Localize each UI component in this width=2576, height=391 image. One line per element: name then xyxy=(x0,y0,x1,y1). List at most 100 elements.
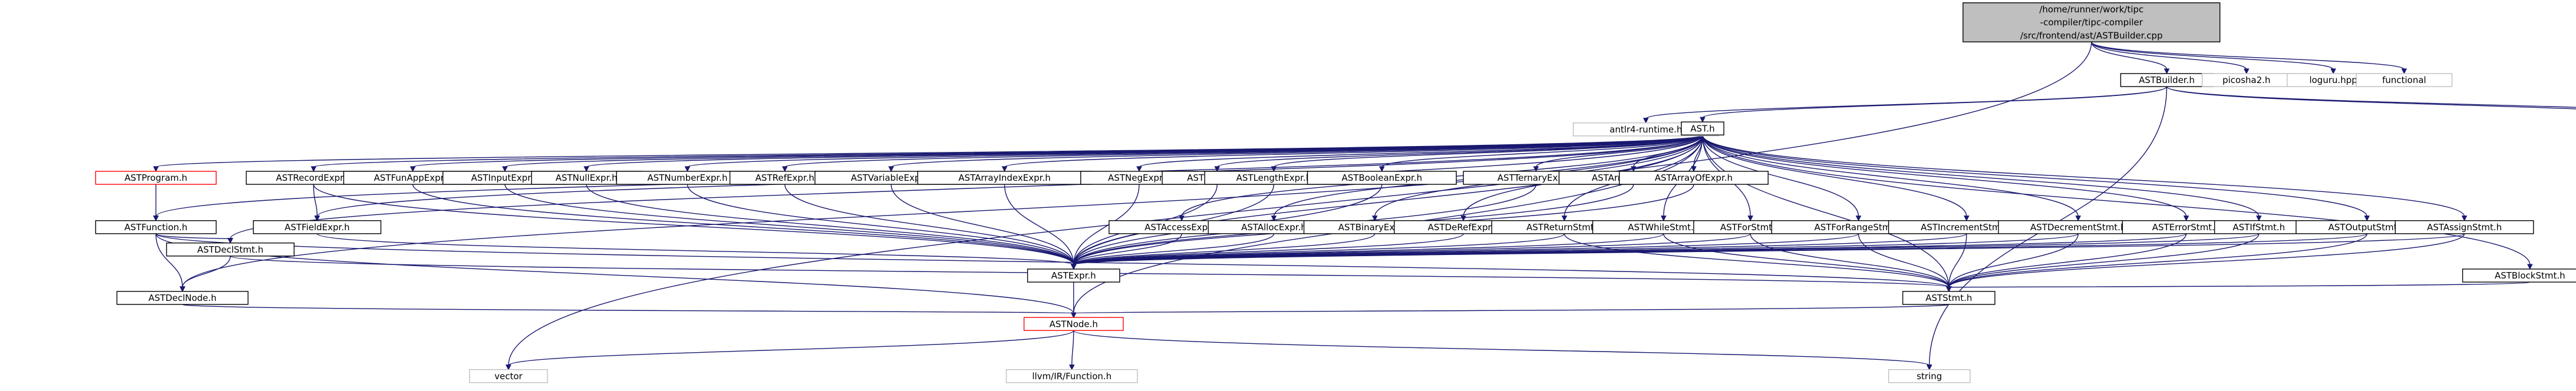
edge-astblockstmt-to-aststmt xyxy=(1945,281,2531,292)
node-label: antlr4-runtime.h xyxy=(1609,124,1682,135)
node-ast_h[interactable]: AST.h xyxy=(1681,121,1724,135)
node-box xyxy=(166,242,295,257)
node-box xyxy=(1618,171,1769,185)
node-picosha2: picosha2.h xyxy=(2201,73,2291,87)
edge-astfieldexpr-to-astexpr xyxy=(316,233,1077,270)
node-aststmt[interactable]: ASTStmt.h xyxy=(1902,291,1996,305)
node-astbooleanexpr[interactable]: ASTBooleanExpr.h xyxy=(1307,171,1457,185)
edge-astbuilder_h-to-ast_h xyxy=(1700,86,2168,123)
node-vector: vector xyxy=(469,369,548,383)
node-box xyxy=(1005,369,1138,383)
node-root[interactable]: /home/runner/work/tipc-compiler/tipc-com… xyxy=(1962,2,2221,42)
node-label: ASTVariableExpr.h xyxy=(851,173,932,183)
node-box xyxy=(2462,269,2576,283)
node-box xyxy=(469,369,548,383)
node-label: ASTTernaryExpr.h xyxy=(1498,173,1575,183)
node-box xyxy=(95,171,217,185)
node-astfunction[interactable]: ASTFunction.h xyxy=(95,220,217,234)
node-label: loguru.hpp xyxy=(2309,75,2357,85)
node-llvmfunction: llvm/IR/Function.h xyxy=(1005,369,1138,383)
node-astnode[interactable]: ASTNode.h xyxy=(1023,317,1124,331)
node-astnullexpr[interactable]: ASTNullExpr.h xyxy=(531,171,642,185)
edge-astassignstmt-to-aststmt xyxy=(1945,233,2465,292)
edge-astnode-to-llvmfunction xyxy=(1068,330,1075,370)
edge-astnode-to-vector xyxy=(505,330,1074,370)
edge-astprogram-to-astfunction xyxy=(153,184,159,221)
node-box xyxy=(253,220,382,234)
node-label: ASTForRangeStmt.h xyxy=(1814,222,1902,233)
edge-aststmt-to-astnode xyxy=(1070,304,1950,319)
node-label: ASTLengthExpr.h xyxy=(1236,173,1312,183)
node-box xyxy=(2356,73,2453,87)
edge-astinputexpr-to-astexpr xyxy=(504,184,1077,270)
edge-astnullexpr-to-astexpr xyxy=(586,184,1077,270)
edge-ast_h-to-astnegexpr xyxy=(1136,134,1703,173)
node-label: ASTRecordExpr.h xyxy=(276,173,351,183)
node-box xyxy=(1681,121,1724,135)
node-astexpr[interactable]: ASTExpr.h xyxy=(1027,269,1120,283)
node-astnumberexpr[interactable]: ASTNumberExpr.h xyxy=(616,171,759,185)
node-label: ASTAssignStmt.h xyxy=(2427,222,2502,233)
node-astassignstmt[interactable]: ASTAssignStmt.h xyxy=(2394,220,2534,234)
edge-ast_h-to-astoutputstmt xyxy=(1702,135,2370,221)
node-label: ASTArrayIndexExpr.h xyxy=(958,173,1050,183)
nodes-layer: /home/runner/work/tipc-compiler/tipc-com… xyxy=(95,2,2576,383)
edge-ast_h-to-astdecrementstmt xyxy=(1702,135,2082,221)
node-label: functional xyxy=(2382,75,2426,85)
node-astdecrementstmt[interactable]: ASTDecrementStmt.h xyxy=(1998,220,2159,234)
node-box xyxy=(1307,171,1457,185)
node-astprogram[interactable]: ASTProgram.h xyxy=(95,171,217,185)
node-astifstmt[interactable]: ASTIfStmt.h xyxy=(2214,220,2304,234)
edge-root-to-functional xyxy=(2091,41,2407,75)
node-box xyxy=(1023,317,1124,331)
edge-astassignstmt-to-astexpr xyxy=(1070,233,2465,270)
node-label: vector xyxy=(494,371,523,382)
edge-root-to-astbuilder_h xyxy=(2091,41,2170,75)
node-box xyxy=(2394,220,2534,234)
node-label: ASTBinaryExpr.h xyxy=(1338,222,1411,233)
edge-astfunappexpr-to-astexpr xyxy=(412,184,1077,270)
edge-astvariableexpr-to-astexpr xyxy=(890,184,1077,270)
edge-ast_h-to-astrefexpr xyxy=(781,134,1703,173)
edge-ast_h-to-aststmt xyxy=(1702,135,1952,292)
node-astarrayofexpr[interactable]: ASTArrayOfExpr.h xyxy=(1618,171,1769,185)
edge-ast_h-to-astincrementstmt xyxy=(1702,135,1970,221)
node-label: ASTErrorStmt.h xyxy=(2152,222,2221,233)
node-astblockstmt[interactable]: ASTBlockStmt.h xyxy=(2462,269,2576,283)
node-astfieldexpr[interactable]: ASTFieldExpr.h xyxy=(253,220,382,234)
edge-astexpr-to-astnode xyxy=(1070,282,1077,319)
node-label: ASTFunAppExpr.h xyxy=(374,173,451,183)
node-box xyxy=(95,220,217,234)
edge-astrecordexpr-to-astfieldexpr xyxy=(313,184,320,221)
node-astrefexpr[interactable]: ASTRefExpr.h xyxy=(729,171,840,185)
edge-astdeclstmt-to-astdeclnode xyxy=(179,256,231,292)
node-label: ASTDeRefExpr.h xyxy=(1428,222,1499,233)
edge-astbuilder_h-to-tipbasevisitor xyxy=(2166,86,2576,110)
edges-layer xyxy=(153,41,2576,370)
node-label: ASTNegExpr.h xyxy=(1108,173,1170,183)
edge-ast_h-to-astblockstmt xyxy=(1702,135,2533,270)
edge-root-to-picosha2 xyxy=(2091,41,2250,75)
edge-ast_h-to-asterrorstmt xyxy=(1702,135,2189,221)
node-label: ASTArrayOfExpr.h xyxy=(1655,173,1733,183)
node-astbuilder_h[interactable]: ASTBuilder.h xyxy=(2120,73,2214,87)
node-functional: functional xyxy=(2356,73,2453,87)
edge-ast_h-to-astarrayindexexpr xyxy=(1001,134,1703,173)
node-label: ASTStmt.h xyxy=(1925,293,1972,303)
node-label: ASTBuilder.h xyxy=(2139,75,2195,85)
node-label: ASTFunction.h xyxy=(124,222,187,233)
node-label: string xyxy=(1917,371,1942,382)
edge-astifstmt-to-aststmt xyxy=(1945,233,2260,292)
edge-root-to-loguru xyxy=(2091,41,2336,75)
node-label: ASTInputExpr.h xyxy=(471,173,539,183)
node-astarrayindexexpr[interactable]: ASTArrayIndexExpr.h xyxy=(917,171,1092,185)
node-label: ASTProgram.h xyxy=(124,173,187,183)
node-astdeclstmt[interactable]: ASTDeclStmt.h xyxy=(166,242,295,257)
node-box xyxy=(1902,291,1996,305)
node-label: ASTDeclStmt.h xyxy=(197,244,263,255)
node-box xyxy=(116,291,249,305)
node-astdeclnode[interactable]: ASTDeclNode.h xyxy=(116,291,249,305)
edge-ast_h-to-astassignstmt xyxy=(1702,135,2468,221)
node-box xyxy=(1888,369,1971,383)
